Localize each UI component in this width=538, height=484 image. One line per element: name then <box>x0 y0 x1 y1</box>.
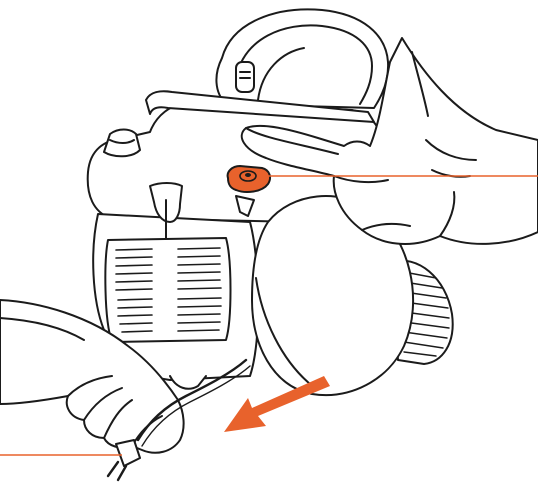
cord-rewind-button-icon <box>228 166 270 192</box>
exhaust-grille <box>105 238 230 342</box>
dust-container-top <box>216 9 388 108</box>
pull-direction-arrow-icon <box>224 376 330 432</box>
